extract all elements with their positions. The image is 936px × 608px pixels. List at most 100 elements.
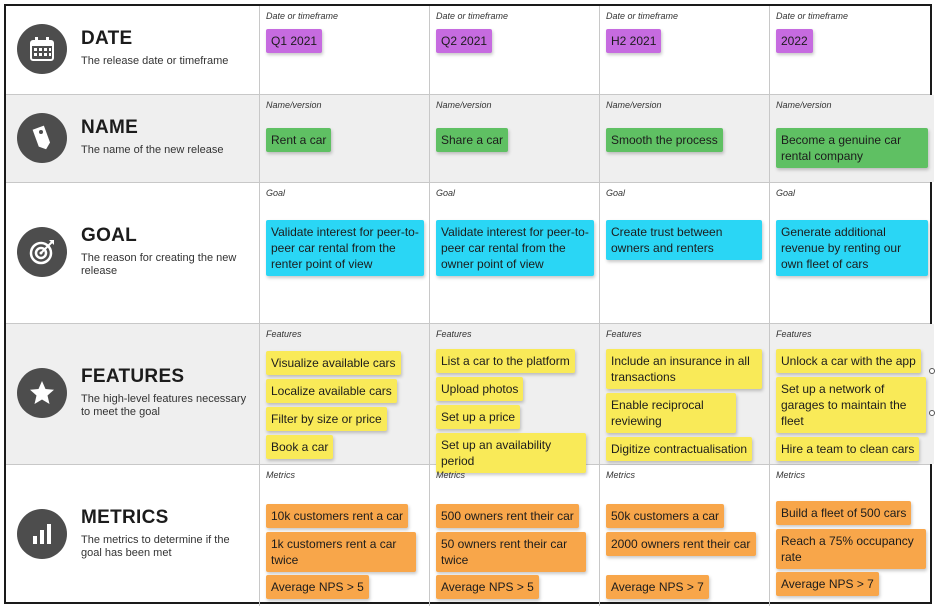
- row-title: METRICS: [81, 507, 169, 528]
- sticky-note[interactable]: List a car to the platform: [436, 349, 575, 373]
- sticky-note[interactable]: 2000 owners rent their car: [606, 532, 756, 556]
- calendar-icon: [17, 24, 67, 74]
- roadmap-board: DATE The release date or timeframe Date …: [4, 4, 935, 606]
- star-icon: [17, 368, 67, 418]
- sticky-note[interactable]: Include an insurance in all transactions: [606, 349, 762, 389]
- cell-date-2022: Date or timeframe 2022: [770, 6, 934, 94]
- row-date-header: DATE The release date or timeframe: [6, 6, 260, 94]
- cell-label: Metrics: [436, 470, 465, 480]
- row-metrics: METRICS The metrics to determine if the …: [6, 465, 930, 606]
- row-name: NAME The name of the new release Name/ve…: [6, 95, 934, 183]
- cell-label: Features: [436, 329, 472, 339]
- sticky-note[interactable]: Book a car: [266, 435, 334, 459]
- row-title: GOAL: [81, 225, 138, 246]
- cell-label: Features: [266, 329, 302, 339]
- sticky-note[interactable]: Share a car: [436, 128, 509, 152]
- cell-features-col1: Features Visualize available cars Locali…: [260, 324, 430, 464]
- sticky-note[interactable]: Filter by size or price: [266, 407, 387, 431]
- sticky-note[interactable]: 1k customers rent a car twice: [266, 532, 416, 572]
- sticky-note[interactable]: 2022: [776, 29, 813, 53]
- cell-label: Metrics: [776, 470, 805, 480]
- sticky-note[interactable]: Unlock a car with the app: [776, 349, 921, 373]
- cell-name-col2: Name/version Share a car: [430, 95, 600, 182]
- sticky-note[interactable]: 50k customers a car: [606, 504, 725, 528]
- cell-label: Date or timeframe: [436, 11, 509, 21]
- sticky-note[interactable]: Localize available cars: [266, 379, 397, 403]
- row-description: The metrics to determine if the goal has…: [81, 534, 230, 559]
- cell-label: Date or timeframe: [266, 11, 339, 21]
- sticky-note[interactable]: 500 owners rent their car: [436, 504, 579, 528]
- cell-label: Name/version: [436, 100, 492, 110]
- cell-label: Date or timeframe: [606, 11, 679, 21]
- cell-name-col1: Name/version Rent a car: [260, 95, 430, 182]
- row-description: The name of the new release: [81, 144, 224, 156]
- sticky-note[interactable]: Average NPS > 7: [776, 572, 879, 596]
- row-title: NAME: [81, 117, 139, 138]
- row-goal: GOAL The reason for creating the new rel…: [6, 183, 930, 324]
- row-metrics-header: METRICS The metrics to determine if the …: [6, 465, 260, 606]
- sticky-note[interactable]: Rent a car: [266, 128, 332, 152]
- cell-label: Date or timeframe: [776, 11, 849, 21]
- cell-label: Metrics: [606, 470, 635, 480]
- cell-label: Features: [776, 329, 812, 339]
- row-goal-header: GOAL The reason for creating the new rel…: [6, 183, 260, 323]
- cell-label: Name/version: [606, 100, 662, 110]
- sticky-note[interactable]: 10k customers rent a car: [266, 504, 409, 528]
- row-name-header: NAME The name of the new release: [6, 95, 260, 182]
- cell-date-h2: Date or timeframe H2 2021: [600, 6, 770, 94]
- cell-label: Goal: [776, 188, 796, 198]
- sticky-note[interactable]: Set up an availability period: [436, 433, 586, 473]
- sticky-note[interactable]: Q1 2021: [266, 29, 323, 53]
- tag-icon: [17, 113, 67, 163]
- row-description: The high-level features necessary to mee…: [81, 393, 247, 418]
- row-title: FEATURES: [81, 366, 185, 387]
- sticky-note[interactable]: Smooth the process: [606, 128, 723, 152]
- cell-features-col4: Features Unlock a car with the app Set u…: [770, 324, 934, 464]
- row-description: The reason for creating the new release: [81, 252, 237, 277]
- cell-date-q2: Date or timeframe Q2 2021: [430, 6, 600, 94]
- sticky-note[interactable]: Enable reciprocal reviewing: [606, 393, 736, 433]
- sticky-note[interactable]: Generate additional revenue by renting o…: [776, 220, 928, 276]
- cell-metrics-col1: Metrics 10k customers rent a car 1k cust…: [260, 465, 430, 606]
- sticky-note[interactable]: Validate interest for peer-to-peer car r…: [436, 220, 594, 276]
- cell-features-col3: Features Include an insurance in all tra…: [600, 324, 770, 464]
- sticky-note[interactable]: Average NPS > 5: [436, 575, 539, 599]
- cell-label: Name/version: [776, 100, 832, 110]
- cell-label: Metrics: [266, 470, 295, 480]
- sticky-note[interactable]: Upload photos: [436, 377, 524, 401]
- row-features-header: FEATURES The high-level features necessa…: [6, 324, 260, 464]
- sticky-note[interactable]: Create trust between owners and renters: [606, 220, 762, 260]
- row-description: The release date or timeframe: [81, 55, 229, 67]
- bar-chart-icon: [17, 509, 67, 559]
- cell-label: Goal: [606, 188, 626, 198]
- cell-metrics-col3: Metrics 50k customers a car 2000 owners …: [600, 465, 770, 606]
- row-title: DATE: [81, 28, 133, 49]
- cell-date-q1: Date or timeframe Q1 2021: [260, 6, 430, 94]
- sticky-note[interactable]: Reach a 75% occupancy rate: [776, 529, 926, 569]
- row-features: FEATURES The high-level features necessa…: [6, 324, 934, 473]
- cell-goal-col4: Goal Generate additional revenue by rent…: [770, 183, 934, 323]
- cell-goal-col1: Goal Validate interest for peer-to-peer …: [260, 183, 430, 323]
- cell-label: Goal: [266, 188, 286, 198]
- sticky-note[interactable]: Average NPS > 7: [606, 575, 709, 599]
- row-date: DATE The release date or timeframe Date …: [6, 6, 930, 95]
- sticky-note[interactable]: Set up a price: [436, 405, 521, 429]
- cell-metrics-col4: Metrics Build a fleet of 500 cars Reach …: [770, 465, 934, 606]
- cell-goal-col3: Goal Create trust between owners and ren…: [600, 183, 770, 323]
- sticky-note[interactable]: Set up a network of garages to maintain …: [776, 377, 926, 433]
- sticky-note[interactable]: Average NPS > 5: [266, 575, 369, 599]
- sticky-note[interactable]: Become a genuine car rental company: [776, 128, 928, 168]
- sticky-note[interactable]: Visualize available cars: [266, 351, 401, 375]
- sticky-note[interactable]: Validate interest for peer-to-peer car r…: [266, 220, 424, 276]
- sticky-note[interactable]: Build a fleet of 500 cars: [776, 501, 912, 525]
- sticky-note[interactable]: H2 2021: [606, 29, 662, 53]
- resize-handle[interactable]: [929, 410, 935, 416]
- resize-handle[interactable]: [929, 368, 935, 374]
- sticky-note[interactable]: Digitize contractualisation: [606, 437, 753, 461]
- cell-label: Features: [606, 329, 642, 339]
- cell-metrics-col2: Metrics 500 owners rent their car 50 own…: [430, 465, 600, 606]
- cell-name-col3: Name/version Smooth the process: [600, 95, 770, 182]
- sticky-note[interactable]: Hire a team to clean cars: [776, 437, 920, 461]
- sticky-note[interactable]: Q2 2021: [436, 29, 493, 53]
- sticky-note[interactable]: 50 owners rent their car twice: [436, 532, 586, 572]
